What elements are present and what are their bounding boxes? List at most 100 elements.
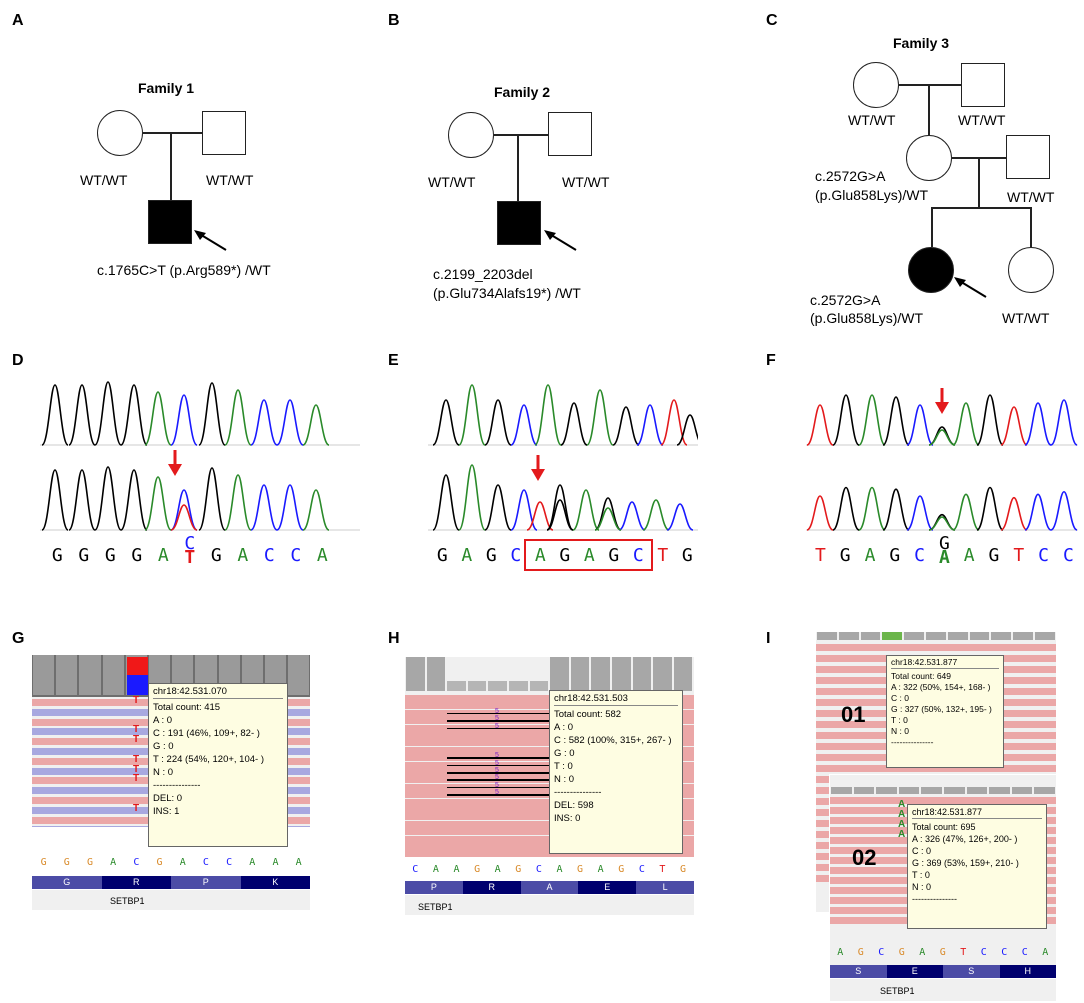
trace-peak [224,389,252,446]
seqF-base: G [889,545,901,566]
mismatch-base: T [133,763,140,775]
variant-coverage-bar [127,657,148,675]
trace-peak [198,467,226,531]
seqD-base: A [237,545,249,566]
reference-base: G [618,864,625,875]
variant-coverage-bar-ref [127,675,148,695]
seqD-base: G [78,545,90,566]
reference-base: A [597,864,604,875]
tooltip-i2-t: T : 0 [912,870,930,880]
amino-acid: K [240,876,310,889]
coverage-bar [853,787,875,794]
tooltip-h-t: T : 0 [554,761,573,772]
tooltip-i1-a: A : 322 (50%, 154+, 168- ) [891,682,991,692]
amino-acid: P [405,881,463,894]
igv-tooltip-g: chr18:42.531.070 Total count: 415 A : 0 … [148,683,288,847]
family-2-descent-line [517,135,519,201]
family-3-grandmother-genotype: WT/WT [848,112,896,128]
family-1-father-symbol [202,111,246,155]
coverage-bar [56,655,78,695]
trace-peak [586,389,614,446]
deletion-length: 5 [495,752,499,760]
panel-label-f: F [766,352,776,369]
family-3-sibling-symbol [1008,247,1054,293]
reference-base: C [133,857,140,868]
reference-base: G [515,864,522,875]
deleted-coverage-bar [488,681,507,691]
seqD-base: G [131,545,143,566]
reference-base: G [577,864,584,875]
reference-base: A [295,857,302,868]
family-3-mother-genotype-line1: c.2572G>A [815,168,886,184]
family-3-proband-arrow-icon [954,277,987,298]
reference-base: G [939,947,946,958]
trace-peak [1000,496,1028,531]
tooltip-h-separator: --------------- [554,787,602,798]
sample-label-01: 01 [841,702,866,727]
reference-base: C [878,947,885,958]
tooltip-g-t: T : 224 (54%, 120+, 104- ) [153,754,264,765]
sample-label-02: 02 [852,845,877,870]
reference-base: T [960,947,967,958]
reference-base: G [857,947,864,958]
tooltip-i1-position: chr18:42.531.877 [891,657,999,669]
family-2-father-genotype: WT/WT [562,174,610,190]
trace-peak [94,466,122,531]
tooltip-i1-g: G : 327 (50%, 132+, 195- ) [891,704,992,714]
reference-base: C [412,864,419,875]
trace-peak [41,469,69,531]
family-3-grandparents-descent-line [928,85,930,135]
tooltip-h-n: N : 0 [554,774,575,785]
tooltip-g-total: Total count: 415 [153,702,221,713]
trace-peak [458,464,486,531]
aligned-read [816,765,1056,772]
coverage-bar [673,657,693,691]
trace-peak [832,394,860,446]
tooltip-g-c: C : 191 (46%, 109+, 82- ) [153,728,260,739]
seqE-base: G [485,545,497,566]
family-1-mother-genotype: WT/WT [80,172,128,188]
trace-peak [832,486,860,531]
trace-peak [510,489,538,531]
tooltip-i2-n: N : 0 [912,882,932,892]
family-2-father-symbol [548,112,592,156]
trace-peak [976,486,1004,531]
seqF-base: A [864,545,876,566]
seqD-base: A [157,545,169,566]
tooltip-i1-t: T : 0 [891,715,908,725]
seqE-base: C [632,545,644,566]
family-3-proband-line [931,207,933,247]
reference-base: A [453,864,460,875]
coverage-bar [1035,632,1055,640]
reference-base: C [535,864,542,875]
aligned-read [816,644,1056,651]
reference-base: A [110,857,117,868]
family-1-mating-line [143,132,202,134]
trace-peak [250,399,278,446]
coverage-bar [904,632,924,640]
gene-track-i [830,979,1056,1001]
coverage-bar [926,632,946,640]
gene-label-g: SETBP1 [110,896,145,906]
coverage-bar [817,632,837,640]
coverage-bar [550,657,569,691]
reference-base: A [837,947,844,958]
variant-arrow-head [531,469,545,481]
family-1-father-genotype: WT/WT [206,172,254,188]
tooltip-i2-position: chr18:42.531.877 [912,806,1042,819]
coverage-bar [1011,787,1033,794]
trace-peak [906,495,934,531]
family-1-mother-symbol [97,110,143,156]
reference-base: C [638,864,645,875]
trace-peak [198,382,226,446]
reference-base: A [272,857,279,868]
trace-peak [144,391,172,446]
seqD-base: G [51,545,63,566]
gene-label-h: SETBP1 [418,902,453,912]
reference-base: G [474,864,481,875]
seqF-base: A [963,545,975,566]
variant-arrow-head [935,402,949,414]
seqF-base: G [988,545,1000,566]
